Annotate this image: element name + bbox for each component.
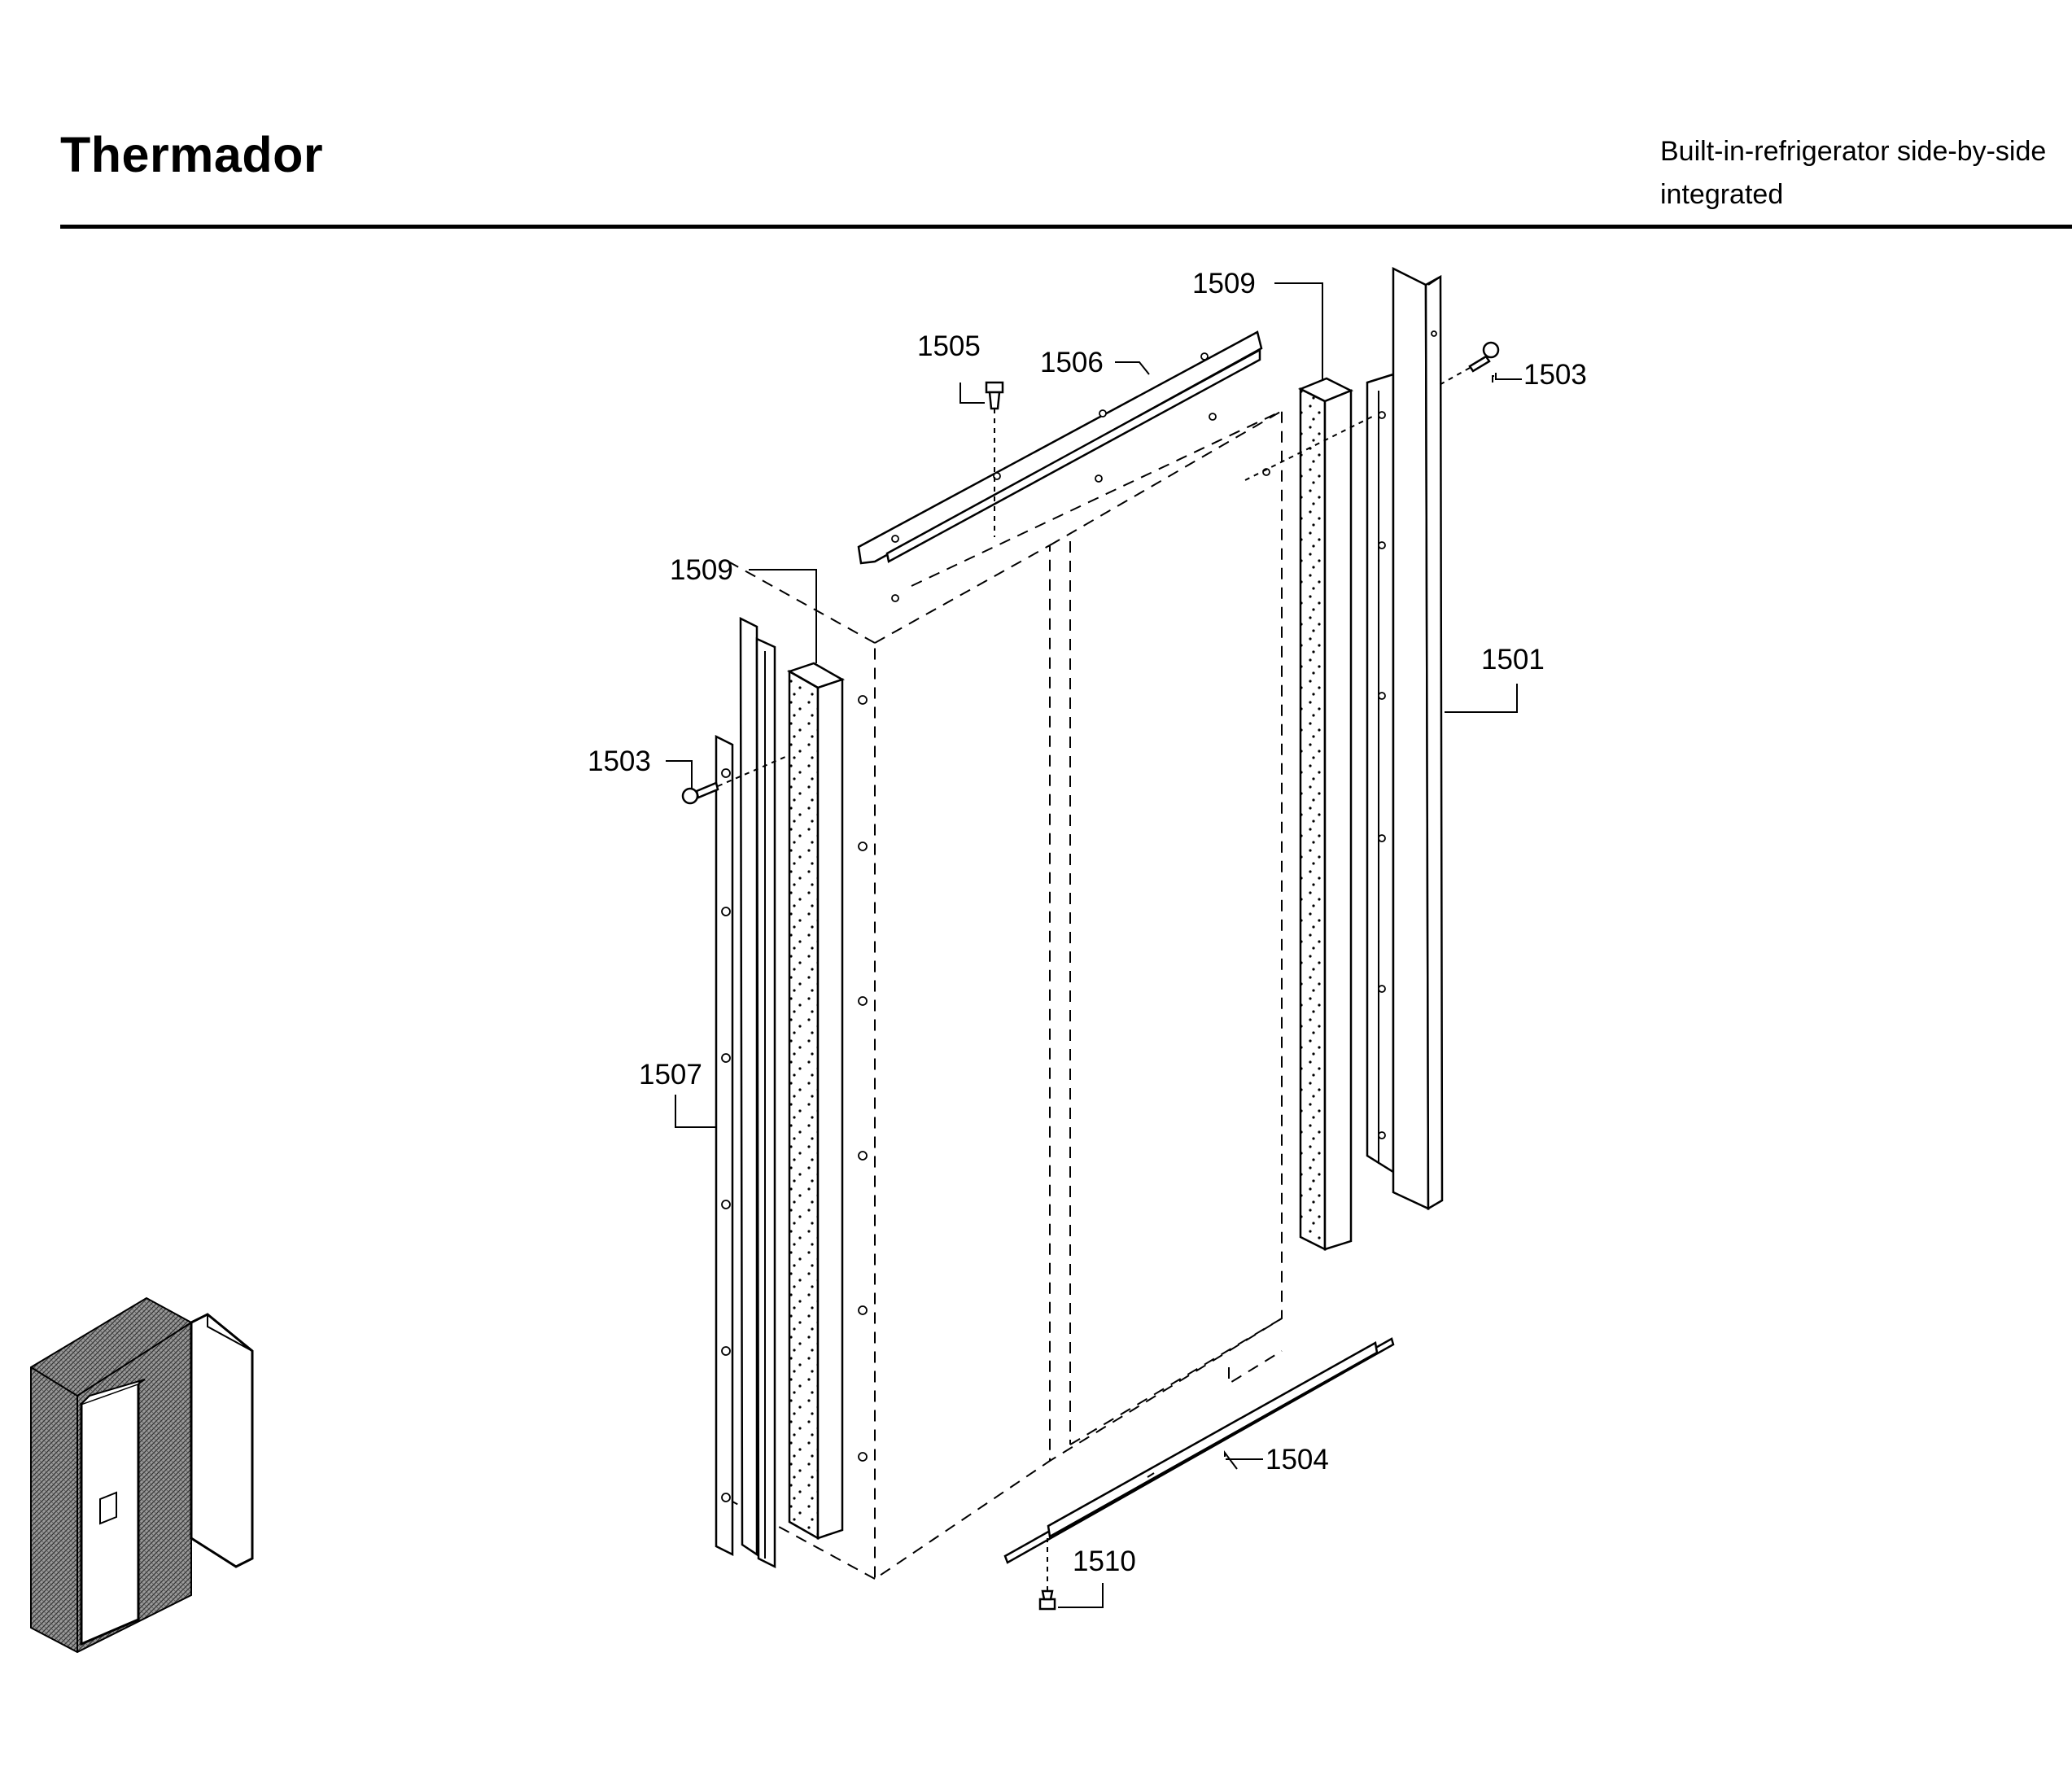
callout-1501: 1501 <box>1481 644 1545 675</box>
right-rail-1501 <box>1392 266 1444 1211</box>
callout-1503-right: 1503 <box>1523 359 1587 391</box>
screw-1510-icon <box>1038 1538 1056 1611</box>
left-strip <box>739 616 776 1569</box>
callout-1503-left: 1503 <box>588 745 651 777</box>
right-cabinet-holes <box>891 413 1376 602</box>
left-cabinet-holes <box>858 695 868 1462</box>
right-channel <box>1366 373 1395 1174</box>
screw-1505-icon <box>985 381 1004 537</box>
screw-1503-left-icon <box>681 756 786 805</box>
callout-leaders <box>666 282 1522 1608</box>
screw-1503-right-icon <box>1436 341 1500 387</box>
top-rail-1506 <box>857 330 1263 565</box>
callout-1507: 1507 <box>639 1059 702 1091</box>
callout-1509-left: 1509 <box>670 554 733 586</box>
right-foam-strip-1509 <box>1297 377 1354 1252</box>
callout-1504: 1504 <box>1265 1444 1329 1476</box>
left-channel-1507 <box>715 734 734 1557</box>
callout-1505: 1505 <box>917 330 981 362</box>
subtitle-line-2: integrated <box>1660 179 1784 210</box>
left-foam-strip-1509 <box>786 662 846 1541</box>
cabinet-outline <box>728 409 1283 1580</box>
header-rule <box>60 225 2072 229</box>
diagram-subtitle: Built-in-refrigerator side-by-side integ… <box>1660 130 2046 216</box>
brand-title: Thermador <box>60 127 324 182</box>
callout-1509-top: 1509 <box>1192 268 1256 299</box>
locator-thumbnail <box>30 1296 254 1654</box>
callout-1510: 1510 <box>1073 1545 1136 1577</box>
callout-1506: 1506 <box>1040 347 1104 378</box>
bottom-rail-1504 <box>1003 1337 1395 1564</box>
subtitle-line-1: Built-in-refrigerator side-by-side <box>1660 136 2047 167</box>
